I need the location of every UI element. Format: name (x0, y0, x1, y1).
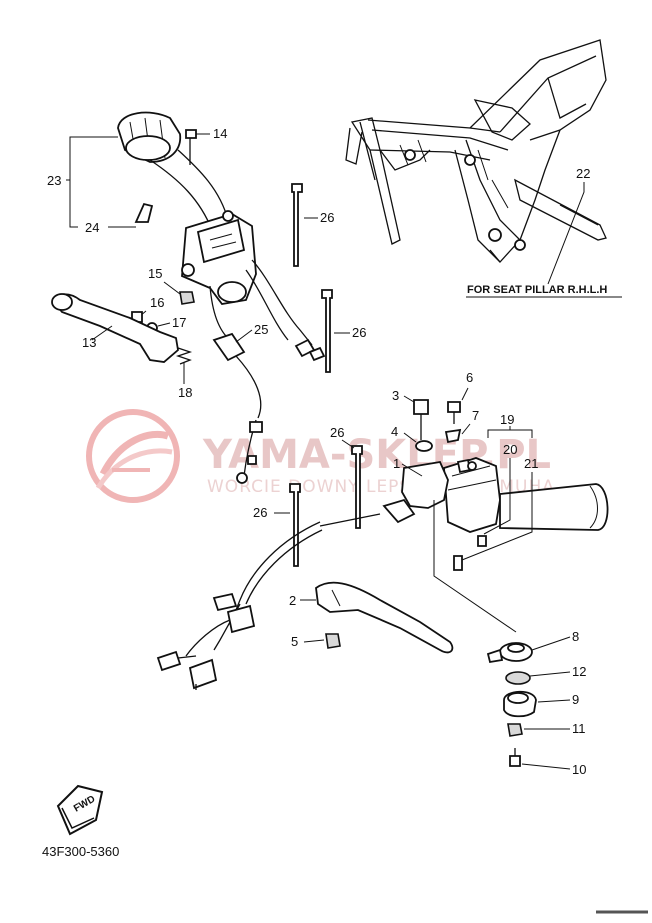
callout-9: 9 (572, 692, 579, 707)
callout-6: 6 (466, 370, 473, 385)
frame-note: FOR SEAT PILLAR R.H.L.H (467, 284, 607, 296)
cable-tie-a (291, 183, 303, 267)
left-handlebar-switch (117, 111, 229, 231)
callout-20: 20 (503, 442, 517, 457)
cable-tie-b (321, 289, 333, 373)
watermark-title: YAMA-SKLEP.PL (202, 432, 551, 478)
callout-26-d: 26 (253, 505, 267, 520)
right-handlebar-switch (443, 457, 501, 533)
callout-14: 14 (213, 126, 227, 141)
cable-tie-d (289, 483, 301, 567)
drawing-code: 43F300-5360 (42, 844, 119, 859)
callout-22: 22 (576, 166, 590, 181)
wiring-harness (156, 521, 323, 690)
callout-19: 19 (500, 412, 514, 427)
callout-26-c: 26 (330, 425, 344, 440)
callout-21: 21 (524, 456, 538, 471)
frame-drawing (345, 39, 607, 263)
clutch-lever (51, 293, 179, 363)
callout-2: 2 (289, 593, 296, 608)
callout-8: 8 (572, 629, 579, 644)
callout-17: 17 (172, 315, 186, 330)
washer-12 (505, 671, 531, 685)
callout-11: 11 (572, 721, 586, 736)
cable-tie-c (351, 445, 363, 529)
callout-26-a: 26 (320, 210, 334, 225)
callout-13: 13 (82, 335, 96, 350)
lever-holder-box (181, 210, 257, 305)
nut-11 (507, 723, 523, 737)
callout-12: 12 (572, 664, 586, 679)
callout-23: 23 (47, 173, 61, 188)
brake-lever (315, 581, 454, 654)
callout-1: 1 (393, 456, 400, 471)
callout-7: 7 (472, 408, 479, 423)
callout-3: 3 (392, 388, 399, 403)
callout-26-b: 26 (352, 325, 366, 340)
forward-arrow-icon: FWD (56, 784, 104, 836)
callout-18: 18 (178, 385, 192, 400)
cable-guide-8 (486, 642, 533, 664)
motorcycle-road-logo-icon (86, 409, 180, 503)
callout-15: 15 (148, 266, 162, 281)
callout-4: 4 (391, 424, 398, 439)
cable-pulley-9 (503, 690, 537, 718)
brake-lever-bracket (319, 460, 449, 527)
callout-25: 25 (254, 322, 268, 337)
callout-10: 10 (572, 762, 586, 777)
clutch-switch (212, 332, 263, 484)
callout-16: 16 (150, 295, 164, 310)
throttle-grip (499, 483, 609, 531)
screw-10 (509, 748, 521, 767)
callout-24: 24 (85, 220, 99, 235)
callout-5: 5 (291, 634, 298, 649)
